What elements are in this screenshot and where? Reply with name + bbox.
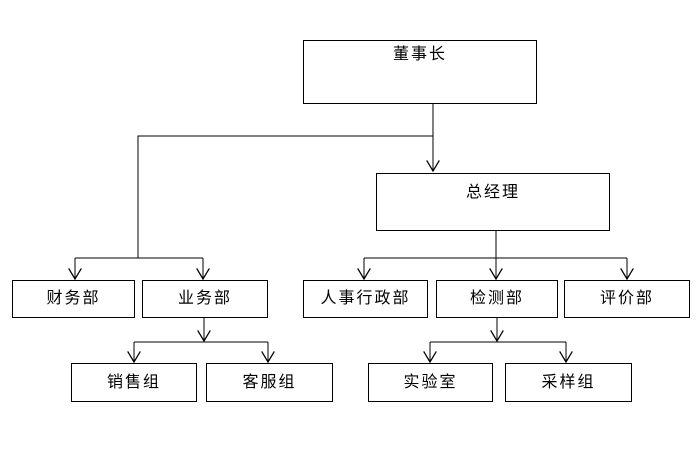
edge-gm-departments xyxy=(357,231,634,281)
org-node-testing-dept-label: 检测部 xyxy=(469,290,524,307)
org-node-business-dept-label: 业务部 xyxy=(177,290,232,307)
org-node-evaluation-dept: 评价部 xyxy=(564,280,690,318)
org-node-laboratory-label: 实验室 xyxy=(403,373,458,391)
org-node-evaluation-dept-label: 评价部 xyxy=(599,290,654,307)
edge-testing-groups xyxy=(423,318,573,364)
org-node-sales-group-label: 销售组 xyxy=(106,373,161,391)
org-node-general-manager-label: 总经理 xyxy=(465,184,520,201)
org-node-chairman-label: 董事长 xyxy=(392,46,447,63)
org-node-general-manager: 总经理 xyxy=(376,173,610,231)
org-node-customer-service-group-label: 客服组 xyxy=(242,373,297,391)
org-node-laboratory: 实验室 xyxy=(368,363,493,402)
org-node-testing-dept: 检测部 xyxy=(436,280,558,318)
org-node-sampling-group-label: 采样组 xyxy=(541,373,596,391)
edge-business-groups xyxy=(127,318,275,364)
org-node-sales-group: 销售组 xyxy=(71,363,197,402)
org-node-sampling-group: 采样组 xyxy=(505,363,632,402)
edge-chairman-general-manager xyxy=(426,104,440,173)
org-node-finance-dept-label: 财务部 xyxy=(46,290,101,307)
org-node-chairman: 董事长 xyxy=(303,40,537,104)
org-node-finance-dept: 财务部 xyxy=(12,280,135,318)
org-node-hr-admin-dept: 人事行政部 xyxy=(303,280,428,318)
org-node-hr-admin-dept-label: 人事行政部 xyxy=(320,290,411,307)
org-node-business-dept: 业务部 xyxy=(142,280,268,318)
org-node-customer-service-group: 客服组 xyxy=(206,363,333,402)
edge-chairman-finance-business xyxy=(68,135,433,281)
